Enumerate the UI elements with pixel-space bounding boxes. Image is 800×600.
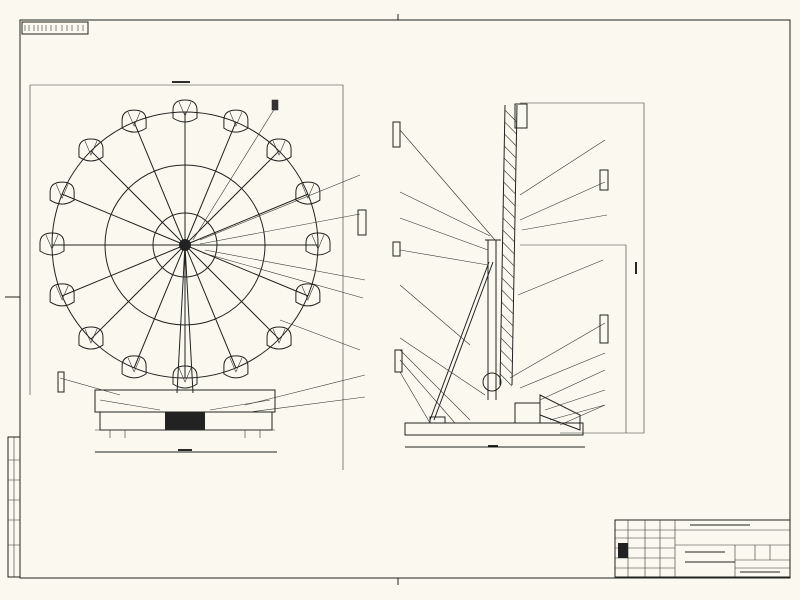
mast <box>485 239 501 400</box>
gondola <box>223 355 249 379</box>
gondola-frame <box>229 112 243 127</box>
top-left-stamp <box>21 21 89 35</box>
gondola-cabin <box>78 138 104 162</box>
gondola-frame <box>301 285 315 301</box>
stairs <box>539 394 581 431</box>
side-dimension-frame <box>520 102 645 434</box>
gondola <box>172 99 198 123</box>
spoke <box>184 244 237 369</box>
gondola-frame <box>178 101 192 117</box>
gondola <box>223 109 249 133</box>
tower-lattice <box>499 109 517 387</box>
gondola <box>39 232 65 256</box>
gondola <box>266 138 292 162</box>
gondola-cabin <box>295 283 321 307</box>
spoke <box>184 244 280 340</box>
support-leg <box>429 261 494 421</box>
gondola <box>295 283 321 307</box>
side-leaders <box>392 121 609 426</box>
gondola-frame <box>127 357 141 373</box>
title-block-text-strokes <box>685 524 780 573</box>
gondola-cabin <box>78 326 104 350</box>
gondola <box>295 181 321 205</box>
gondola-cabin <box>172 99 198 123</box>
gondola-frame <box>272 140 286 156</box>
gondola-frame <box>229 357 243 373</box>
gondola-frame <box>84 140 98 156</box>
spoke <box>90 244 186 340</box>
side-view <box>392 102 645 448</box>
gondola <box>305 232 331 256</box>
front-view-ferris-wheel <box>29 81 367 470</box>
gondola-frame <box>55 285 69 301</box>
spoke <box>184 193 309 246</box>
title-block <box>614 519 791 578</box>
gondola-cabin <box>266 138 292 162</box>
side-base <box>404 402 584 436</box>
gondola-frame <box>45 234 59 250</box>
gondola-cabin <box>266 326 292 350</box>
side-stamp-strip <box>7 436 21 578</box>
gondola-cabin <box>121 109 147 133</box>
gondola <box>78 138 104 162</box>
gondola <box>121 355 147 379</box>
spoke <box>133 121 186 246</box>
gondola-cabin <box>223 355 249 379</box>
gondola-frame <box>311 234 325 250</box>
dimension-frame <box>29 84 344 470</box>
gondola-frame <box>178 367 192 383</box>
gondola-cabin <box>305 232 331 256</box>
leader-lines <box>57 99 367 413</box>
gondola-cabin <box>295 181 321 205</box>
gondola <box>266 326 292 350</box>
gondola <box>121 109 147 133</box>
gondola-cabin <box>49 283 75 307</box>
gondola-cabin <box>223 109 249 133</box>
gondola-cabin <box>172 365 198 389</box>
gondola-cabin <box>121 355 147 379</box>
tower-chords <box>499 104 518 386</box>
spoke <box>184 121 237 246</box>
gondola <box>172 365 198 389</box>
gondola-frame <box>272 328 286 344</box>
gondola-cabin <box>49 181 75 205</box>
spoke <box>61 244 186 297</box>
front-base <box>94 244 276 438</box>
spoke <box>184 150 280 246</box>
spoke <box>61 193 186 246</box>
spoke <box>133 244 186 369</box>
gondola <box>78 326 104 350</box>
gondola-frame <box>55 183 69 199</box>
gondola-frame <box>301 183 315 199</box>
gondola-frame <box>84 328 98 344</box>
gondola <box>49 283 75 307</box>
gondola-cabin <box>39 232 65 256</box>
spoke <box>90 150 186 246</box>
gondola <box>49 181 75 205</box>
sheet-frame <box>5 14 791 585</box>
gondola-frame <box>127 112 141 127</box>
